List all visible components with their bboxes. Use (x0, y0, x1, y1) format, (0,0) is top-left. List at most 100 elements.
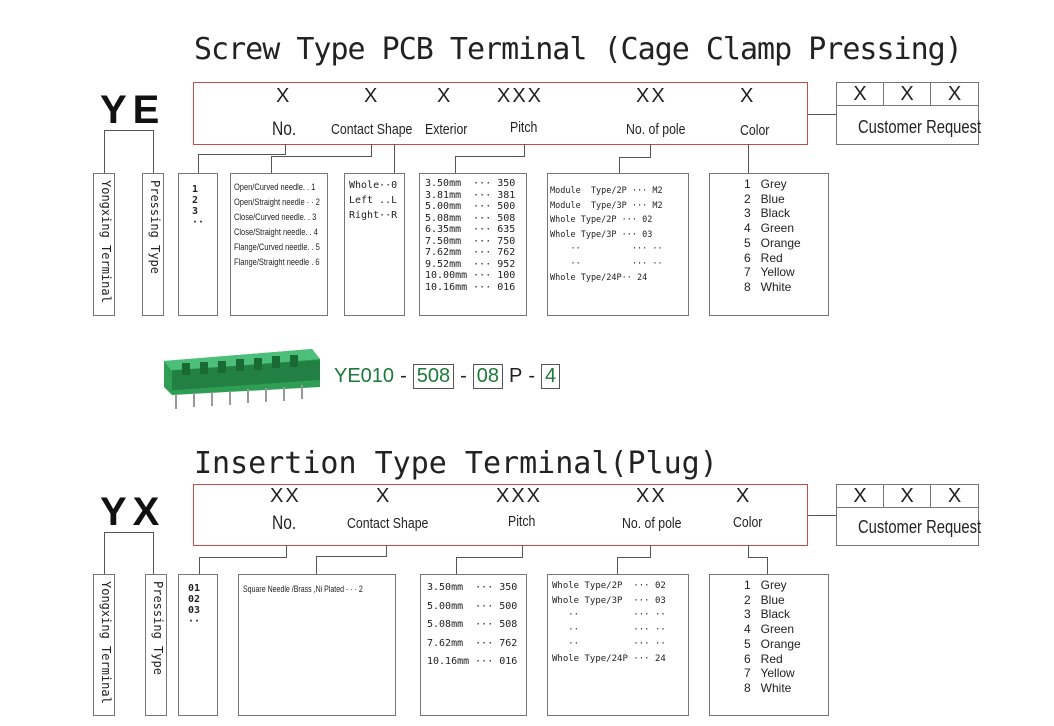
insertion-vertical-yongxing-text: Yongxing Terminal (99, 581, 113, 704)
connector-line (456, 557, 457, 574)
insertion-customer-x3: X (947, 485, 962, 507)
screw-shape-1: Open/Curved needle. . 1 (234, 182, 316, 192)
example-prefix: YE010 (334, 365, 395, 387)
screw-shape-2: Open/Straight needle · · 2 (234, 197, 320, 207)
connector-line (371, 144, 372, 156)
insertion-x-poles: XX (636, 485, 667, 507)
screw-x-shape: X (364, 85, 378, 107)
connector-line (808, 515, 836, 516)
connector-line (455, 156, 456, 173)
connector-line (199, 557, 200, 574)
example-color: 4 (541, 364, 561, 389)
connector-line (650, 144, 651, 157)
screw-color-values: 1 Grey 2 Blue 3 Black 4 Green 5 Orange 6… (744, 177, 801, 294)
insertion-customer-label: Customer Request (858, 517, 982, 537)
insertion-field-color: Color (733, 514, 763, 531)
screw-vertical-yongxing: Yongxing Terminal (93, 173, 115, 316)
screw-customer-x3: X (947, 83, 962, 105)
screw-customer-box: X X X Customer Request (836, 82, 981, 145)
example-dash-2: - (460, 365, 467, 387)
insertion-field-shape: Contact Shape (347, 515, 429, 532)
connector-line (316, 556, 317, 574)
insertion-field-pitch: Pitch (508, 513, 536, 530)
example-pitch: 508 (412, 364, 455, 389)
connector-line (271, 156, 272, 173)
screw-color-box: 1 Grey 2 Blue 3 Black 4 Green 5 Orange 6… (709, 173, 829, 316)
insertion-color-box: 1 Grey 2 Blue 3 Black 4 Green 5 Orange 6… (709, 574, 829, 716)
screw-field-exterior: Exterior (425, 121, 468, 138)
screw-pitch-values: 3.50mm ··· 350 3.81mm ··· 381 5.00mm ···… (425, 178, 516, 293)
screw-poles-values: Module Type/2P ··· M2 Module Type/3P ···… (550, 186, 663, 283)
terminal-block-image (162, 343, 322, 411)
insertion-poles-values: Whole Type/2P ··· 02 Whole Type/3P ··· 0… (552, 581, 666, 664)
screw-poles-box: Module Type/2P ··· M2 Module Type/3P ···… (547, 173, 689, 316)
connector-line (153, 532, 154, 574)
connector-line (199, 557, 287, 558)
connector-line (617, 557, 651, 558)
insertion-field-no: No. (272, 513, 297, 534)
screw-prefix: YE (100, 88, 166, 132)
connector-line (748, 557, 768, 558)
screw-x-no: X (276, 85, 290, 107)
screw-code-box (193, 82, 808, 145)
connector-line (104, 130, 153, 131)
connector-line (650, 545, 651, 557)
insertion-x-shape: X (376, 485, 390, 507)
connector-line (271, 156, 372, 157)
screw-shape-3: Close/Curved needle. . 3 (234, 212, 317, 222)
example-p: P (509, 365, 523, 387)
screw-x-exterior: X (437, 85, 451, 107)
connector-line (748, 545, 749, 557)
insertion-color-values: 1 Grey 2 Blue 3 Black 4 Green 5 Orange 6… (744, 578, 801, 695)
insertion-no-values: 01 02 03 ·· (188, 583, 201, 627)
example-poles: 08 (472, 364, 504, 389)
screw-customer-x1: X (837, 83, 884, 105)
insertion-shape-value: Square Needle /Brass ,Ni Plated · · · 2 (243, 584, 363, 594)
screw-customer-x2: X (884, 83, 931, 105)
connector-line (748, 144, 749, 173)
connector-line (456, 557, 523, 558)
example-code: YE010 - 508 - 08 P - 4 (334, 364, 561, 389)
insertion-prefix: YX (100, 490, 166, 534)
screw-shape-4: Close/Straight needle. . 4 (234, 227, 318, 237)
screw-title: Screw Type PCB Terminal (Cage Clamp Pres… (194, 32, 963, 67)
screw-field-pitch: Pitch (510, 119, 538, 136)
screw-exterior-box: Whole··0 Left ..L Right··R (344, 173, 405, 316)
screw-shape-5: Flange/Curved needle. . 5 (234, 242, 320, 252)
example-dash-3: - (528, 365, 536, 387)
insertion-no-box: 01 02 03 ·· (178, 574, 218, 716)
insertion-x-color: X (736, 485, 750, 507)
example-dash-1: - (400, 365, 407, 387)
connector-line (394, 144, 395, 173)
insertion-vertical-pressing: Pressing Type (145, 574, 167, 716)
screw-vertical-pressing-text: Pressing Type (148, 180, 162, 274)
connector-line (316, 556, 387, 557)
insertion-customer-x1: X (837, 485, 884, 507)
screw-x-color: X (740, 85, 754, 107)
screw-x-poles: XX (636, 85, 667, 107)
insertion-poles-box: Whole Type/2P ··· 02 Whole Type/3P ··· 0… (547, 574, 689, 716)
screw-field-shape: Contact Shape (331, 121, 413, 138)
connector-line (285, 144, 286, 154)
screw-no-values: 1 2 3 ·· (192, 184, 205, 228)
insertion-pitch-values: 3.50mm ··· 350 5.00mm ··· 500 5.08mm ···… (427, 582, 518, 667)
screw-shape-box: Open/Curved needle. . 1 Open/Straight ne… (230, 173, 328, 316)
insertion-field-poles: No. of pole (622, 515, 682, 532)
screw-x-pitch: XXX (497, 85, 544, 107)
connector-line (524, 144, 525, 156)
insertion-shape-box: Square Needle /Brass ,Ni Plated · · · 2 (238, 574, 396, 716)
screw-field-color: Color (740, 122, 770, 139)
screw-vertical-pressing: Pressing Type (142, 173, 164, 316)
insertion-customer-box: X X X Customer Request (836, 484, 982, 546)
connector-line (619, 157, 651, 158)
connector-line (619, 157, 620, 173)
connector-line (808, 114, 836, 115)
connector-line (522, 545, 523, 557)
screw-field-poles: No. of pole (626, 121, 686, 138)
screw-exterior-values: Whole··0 Left ..L Right··R (349, 180, 398, 221)
screw-field-no: No. (272, 119, 297, 140)
connector-line (198, 154, 286, 155)
screw-no-box: 1 2 3 ·· (178, 173, 218, 316)
insertion-customer-x2: X (884, 485, 931, 507)
connector-line (455, 156, 525, 157)
